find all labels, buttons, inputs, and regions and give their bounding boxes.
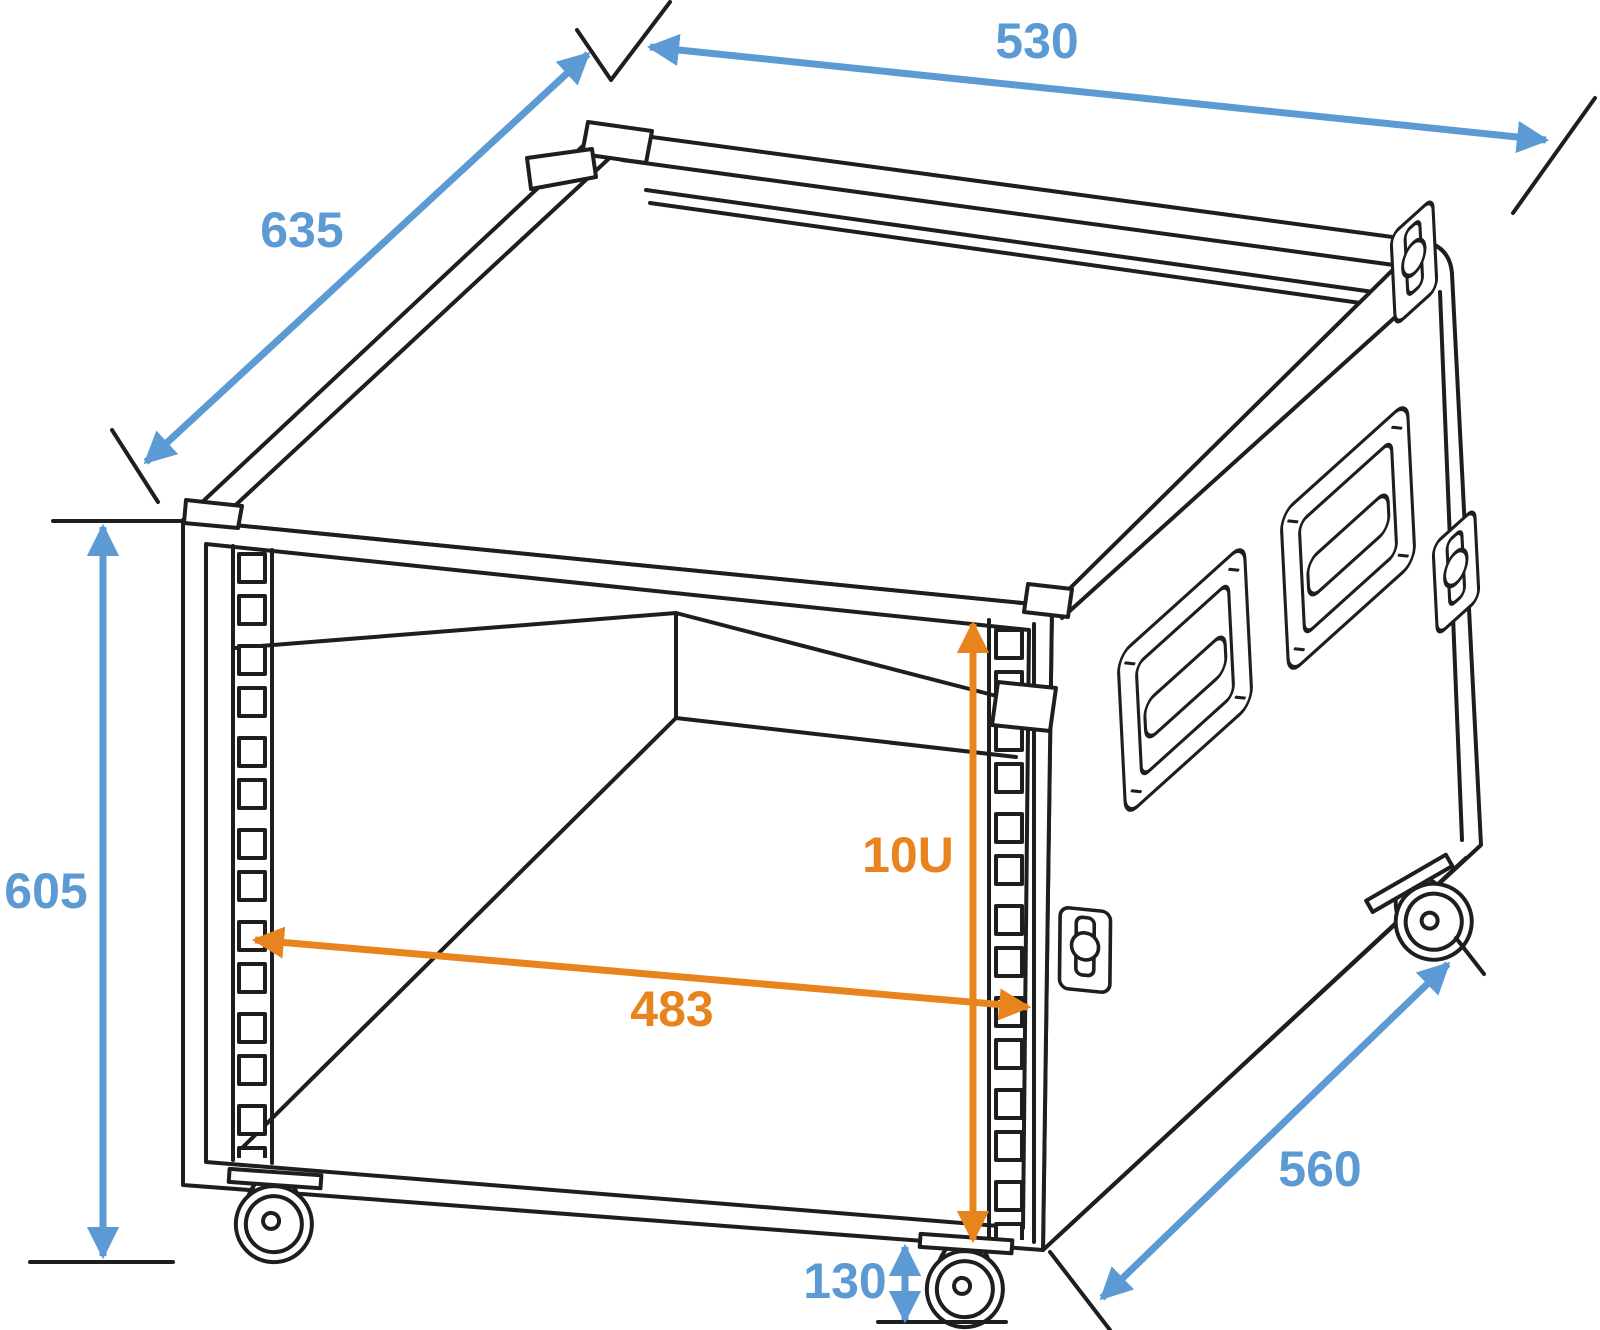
dim-label-10u: 10U [862,827,954,883]
dim-line-483 [251,926,1032,1021]
lid-seam-line [644,188,1404,298]
butterfly-latch-front [1057,905,1113,995]
dim-line-560 [1099,961,1451,1301]
dim-top-depth: 635 [143,51,591,465]
front-face-frame [181,518,1054,1252]
dim-overall-height: 605 [4,523,120,1260]
dim-side-depth: 560 [1099,961,1451,1301]
dim-label-605: 605 [4,863,87,919]
dim-line-530 [646,33,1550,154]
corner-bracket [990,680,1058,733]
caster-front-left [221,1166,324,1268]
dim-label-130: 130 [803,1253,886,1309]
corner-bracket [1022,582,1074,619]
dim-caster-height: 130 [803,1243,922,1324]
extension-lines [28,0,1597,1330]
dim-label-483: 483 [630,981,713,1037]
dim-line-635 [143,51,591,465]
corner-bracket [182,498,244,530]
interior-left-wall-top-edge [233,611,678,650]
dim-label-560: 560 [1278,1141,1361,1197]
lid-seam-line [648,201,1398,310]
dim-label-530: 530 [995,13,1078,69]
rack-holes-left [237,552,267,1158]
dim-label-635: 635 [260,202,343,258]
dimension-annotations: 530 635 605 10U 483 560 13 [4,0,1597,1330]
dim-top-width: 530 [646,13,1550,154]
rack-rail-left [231,544,274,1165]
dim-rack-width: 483 [251,926,1032,1037]
caster-front-right [912,1231,1015,1330]
